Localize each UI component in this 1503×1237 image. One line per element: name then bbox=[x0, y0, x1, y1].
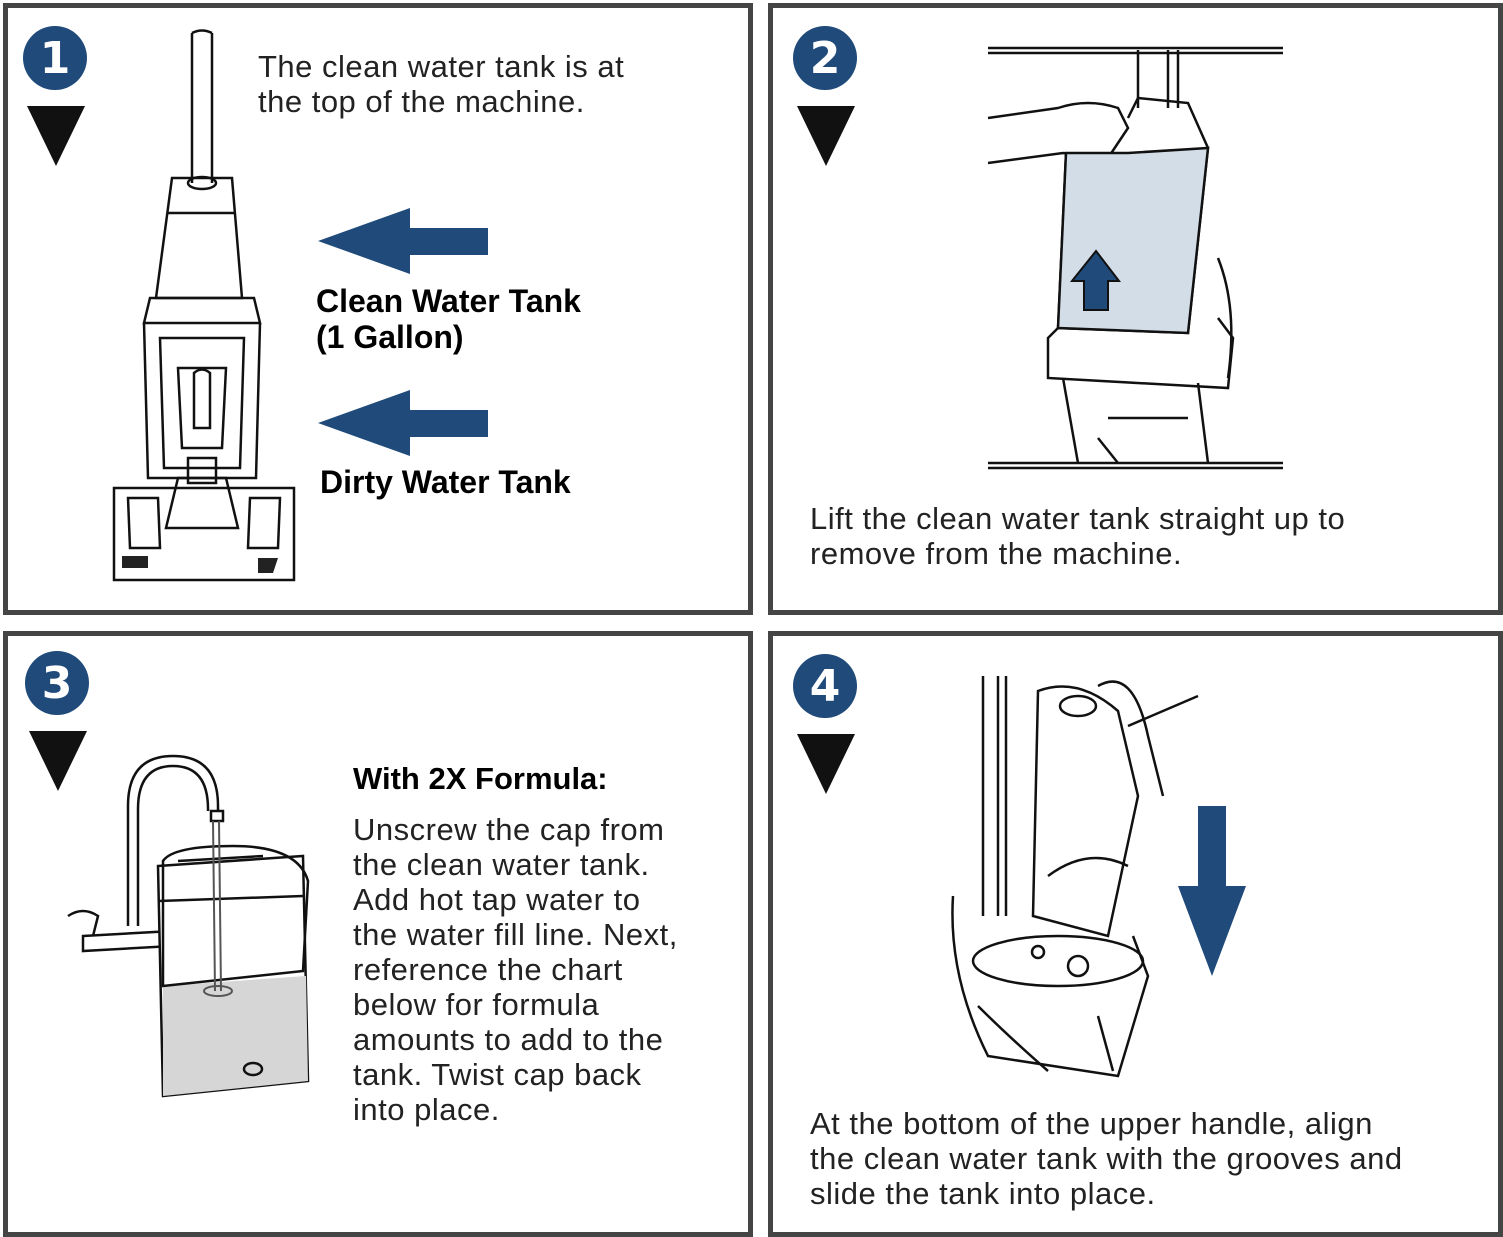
step-3-text-line: Unscrew the cap from bbox=[353, 812, 665, 847]
step-4-panel: 4 At the bottom of the upper handle, ali… bbox=[768, 631, 1503, 1237]
step-4-text-line: the clean water tank with the grooves an… bbox=[810, 1141, 1403, 1176]
step-3-text-line: Add hot tap water to bbox=[353, 882, 641, 917]
step-number-badge: 4 bbox=[793, 654, 857, 718]
dirty-water-tank-label: Dirty Water Tank bbox=[320, 464, 571, 500]
step-3-text-line: reference the chart bbox=[353, 952, 623, 987]
arrow-left-icon bbox=[318, 390, 488, 456]
step-1-text: The clean water tank is at the top of th… bbox=[258, 49, 624, 119]
step-3-panel: 3 With 2X Formula: Unscrew the cap from … bbox=[3, 631, 753, 1237]
step-3-heading: With 2X Formula: bbox=[353, 761, 608, 796]
arrow-up-icon bbox=[1069, 249, 1122, 311]
step-3-marker: 3 bbox=[23, 651, 93, 791]
step-number-badge: 3 bbox=[25, 651, 89, 715]
arrow-left-icon bbox=[318, 208, 488, 274]
down-triangle-icon bbox=[797, 106, 855, 166]
step-3-text-line: the water fill line. Next, bbox=[353, 917, 678, 952]
down-triangle-icon bbox=[27, 106, 85, 166]
step-2-text-line: Lift the clean water tank straight up to bbox=[810, 501, 1346, 536]
step-1-marker: 1 bbox=[21, 26, 91, 166]
step-3-text-line: the clean water tank. bbox=[353, 847, 650, 882]
step-2-text-line: remove from the machine. bbox=[810, 536, 1183, 571]
label-line: (1 Gallon) bbox=[316, 319, 464, 355]
faucet-filling-tank-illustration bbox=[67, 754, 310, 1098]
clean-water-tank-label: Clean Water Tank (1 Gallon) bbox=[316, 283, 581, 355]
step-3-text-line: below for formula bbox=[353, 987, 600, 1022]
step-3-text-line: tank. Twist cap back bbox=[353, 1057, 642, 1092]
step-1-panel: 1 The clean water tank is at the top of … bbox=[3, 3, 753, 615]
step-4-marker: 4 bbox=[791, 654, 861, 794]
label-line: Clean Water Tank bbox=[316, 283, 581, 319]
step-1-text-line: the top of the machine. bbox=[258, 84, 585, 119]
insert-tank-illustration bbox=[951, 676, 1199, 1078]
carpet-cleaner-illustration bbox=[112, 29, 296, 582]
step-4-text: At the bottom of the upper handle, align… bbox=[810, 1106, 1403, 1211]
step-2-panel: 2 Lift the clean water tank straight up … bbox=[768, 3, 1503, 615]
step-number-badge: 2 bbox=[793, 26, 857, 90]
step-2-marker: 2 bbox=[791, 26, 861, 166]
down-triangle-icon bbox=[29, 731, 87, 791]
down-triangle-icon bbox=[797, 734, 855, 794]
step-4-text-line: At the bottom of the upper handle, align bbox=[810, 1106, 1373, 1141]
step-1-text-line: The clean water tank is at bbox=[258, 49, 625, 84]
step-3-text: Unscrew the cap from the clean water tan… bbox=[353, 812, 678, 1127]
step-3-text-line: into place. bbox=[353, 1092, 500, 1127]
step-3-text-line: amounts to add to the bbox=[353, 1022, 664, 1057]
step-2-text: Lift the clean water tank straight up to… bbox=[810, 501, 1345, 571]
step-4-text-line: slide the tank into place. bbox=[810, 1176, 1156, 1211]
step-number-badge: 1 bbox=[23, 26, 87, 90]
arrow-down-icon bbox=[1178, 806, 1246, 976]
lift-tank-illustration bbox=[987, 46, 1283, 470]
